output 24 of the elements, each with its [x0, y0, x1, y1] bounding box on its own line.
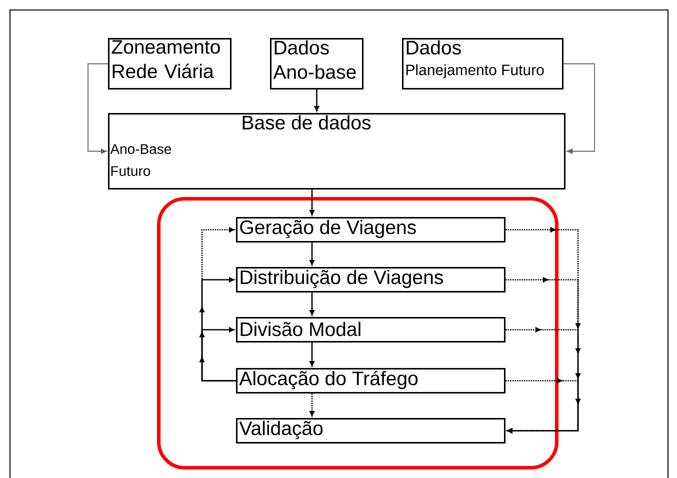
rounded-frame	[157, 197, 558, 470]
process-box: Base de dados Ano-Base Futuro	[108, 113, 566, 190]
arrow	[310, 394, 314, 416]
arrow	[563, 63, 595, 154]
process-box: Zoneamento Rede Viária	[108, 38, 232, 90]
arrow	[310, 242, 314, 266]
process-box: Dados Planejamento Futuro	[402, 38, 564, 90]
arrow	[200, 277, 236, 382]
arrow	[310, 190, 314, 216]
process-box: Dados Ano-base	[270, 38, 364, 90]
process-box: Alocação do Tráfego	[236, 368, 506, 394]
process-box: Divisão Modal	[236, 317, 506, 342]
process-box: Distribuição de Viagens	[236, 267, 506, 292]
process-box: Validação	[236, 418, 506, 444]
arrow	[506, 327, 580, 434]
process-box: Geração de Viagens	[236, 217, 506, 242]
arrow	[310, 292, 314, 316]
arrow	[88, 63, 108, 154]
arrow	[506, 277, 580, 434]
arrow	[506, 378, 580, 434]
arrow	[310, 342, 314, 366]
arrow	[314, 90, 320, 112]
arrow	[506, 227, 580, 434]
arrow	[200, 227, 236, 382]
